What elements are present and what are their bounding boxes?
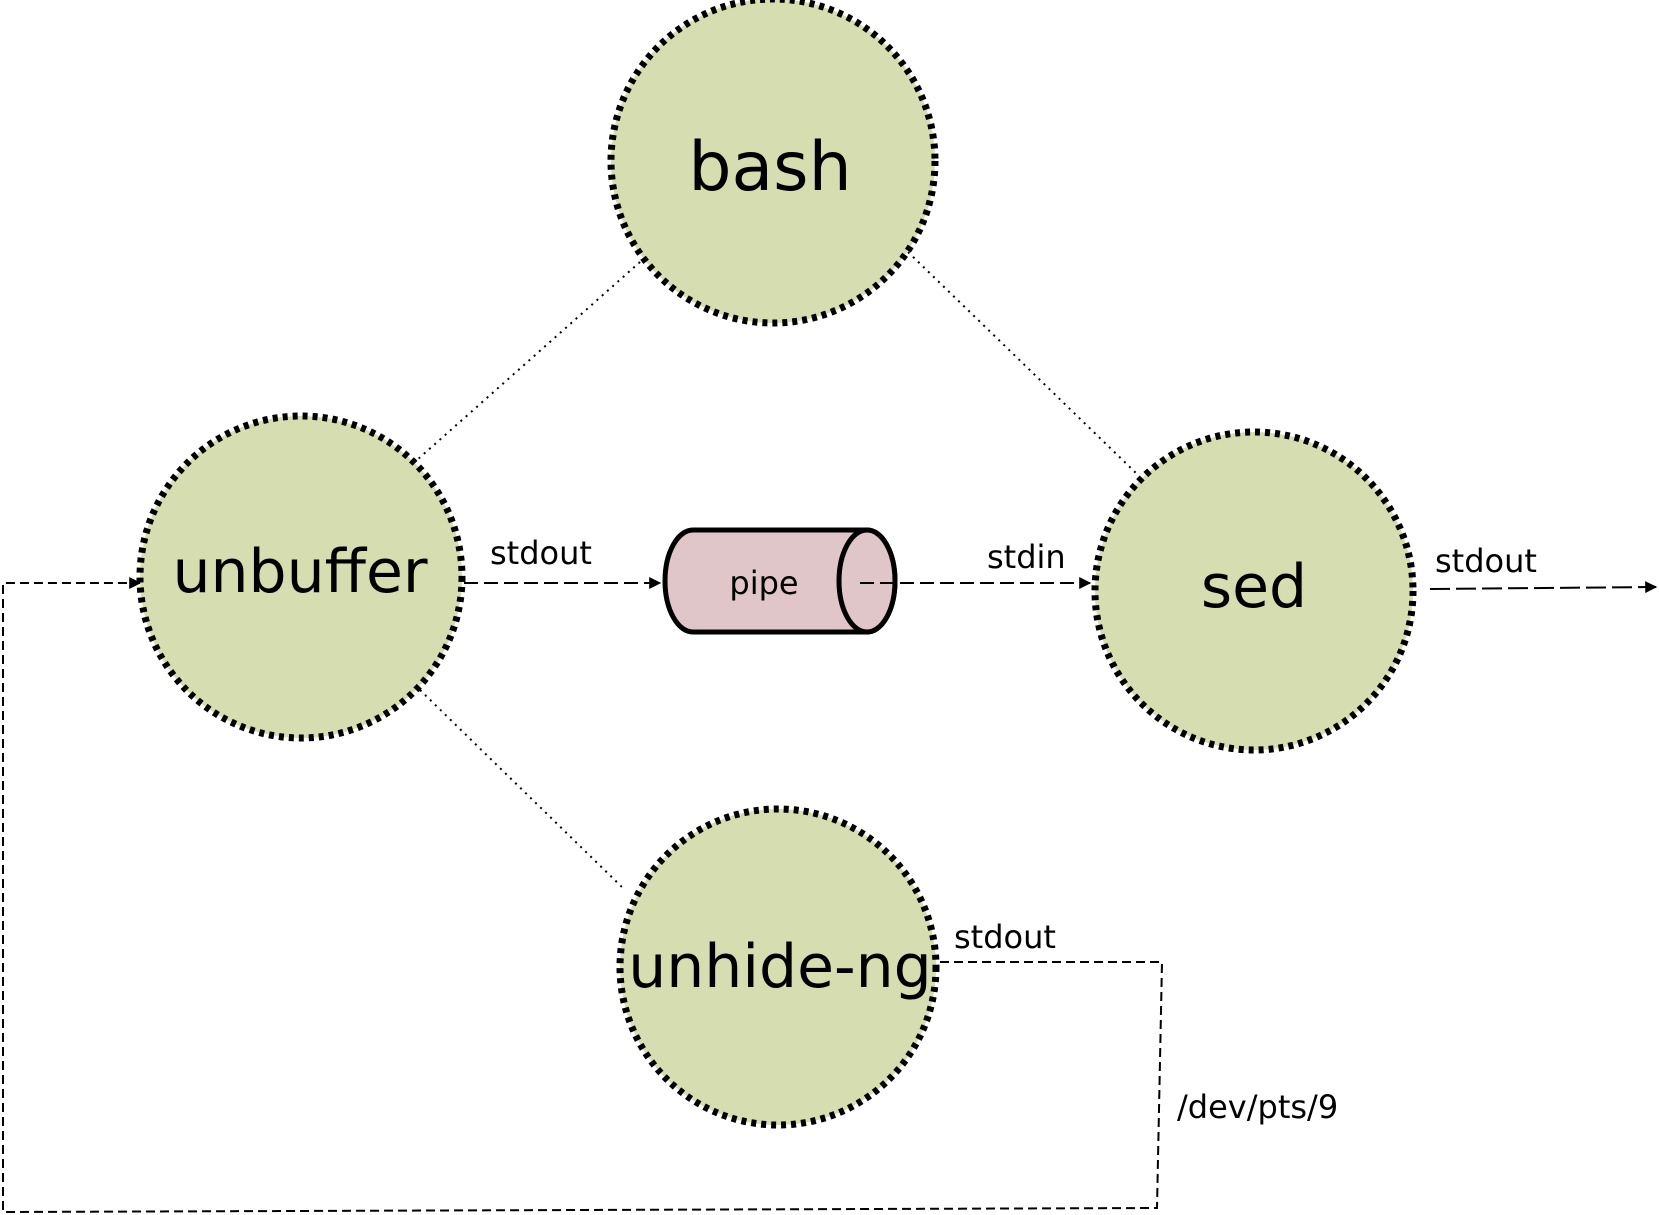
pipe-icon <box>662 527 898 635</box>
bash-unbuffer-link <box>416 261 641 461</box>
pts-label: /dev/pts/9 <box>1177 1088 1338 1126</box>
pipe-label: pipe <box>729 564 798 602</box>
unhide-stdout-label: stdout <box>954 918 1056 956</box>
unhide-ng-node <box>616 805 940 1129</box>
bash-label: bash <box>688 128 851 207</box>
unhide-ng-label: unhide-ng <box>628 932 932 1002</box>
sed-output-arrow <box>1429 581 1658 594</box>
unbuffer-stdout-label: stdout <box>490 534 592 572</box>
unbuffer-node <box>136 412 466 742</box>
bash-node <box>607 0 939 327</box>
unbuffer-unhide-link <box>419 689 626 891</box>
pipe-stdin-label: stdin <box>987 538 1066 576</box>
bash-sed-link <box>907 251 1138 475</box>
unbuffer-label: unbuffer <box>172 537 427 607</box>
pts-feedback-line <box>2 577 1164 1214</box>
sed-stdout-label: stdout <box>1435 542 1537 580</box>
sed-label: sed <box>1201 552 1307 622</box>
sed-node <box>1091 428 1417 754</box>
